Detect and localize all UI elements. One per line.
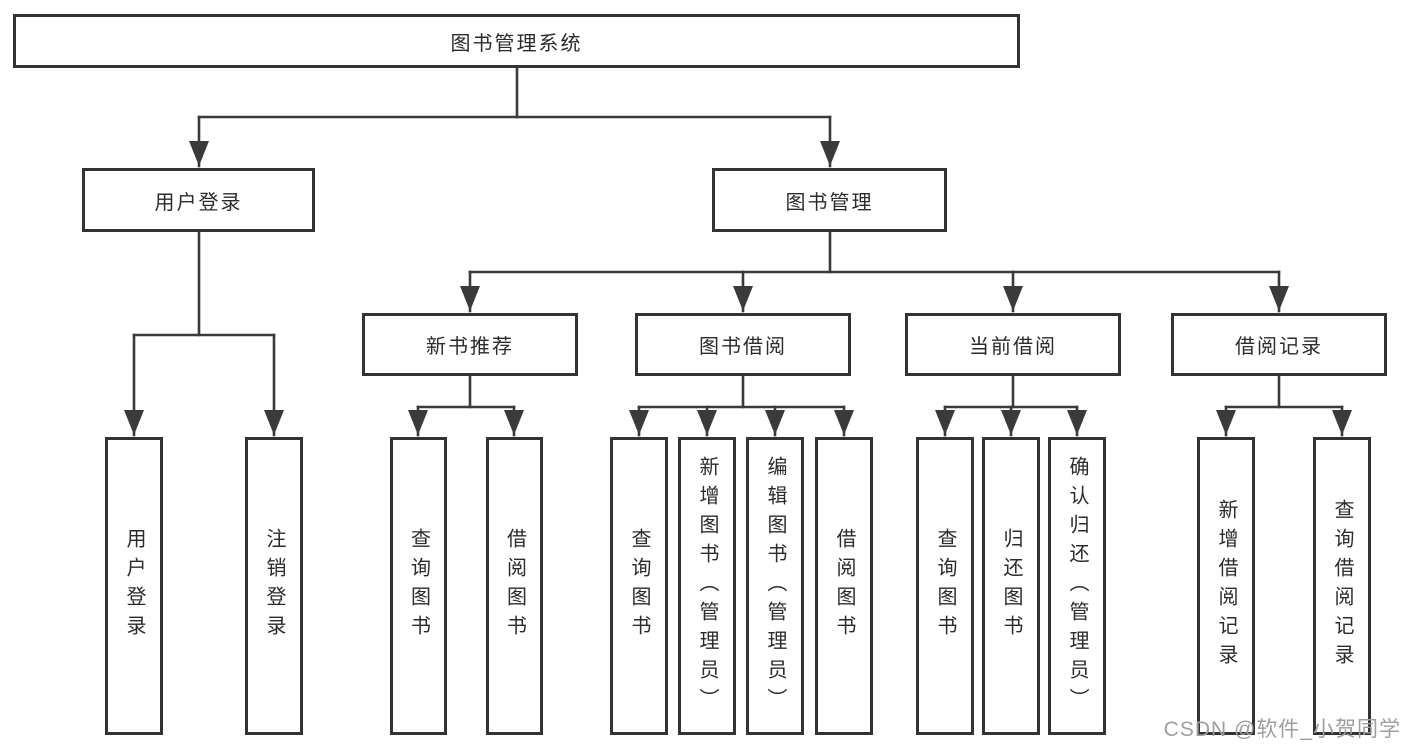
leaf-user-login: 用户登录 xyxy=(105,437,163,735)
leaf-query-books-borrowing: 查询图书 xyxy=(610,437,668,735)
leaf-edit-books-admin: 编辑图书（管理员） xyxy=(746,437,804,735)
node-current-borrowing: 当前借阅 xyxy=(905,313,1121,376)
node-borrowing-records: 借阅记录 xyxy=(1171,313,1387,376)
leaf-confirm-return-admin: 确认归还（管理员） xyxy=(1048,437,1106,735)
node-book-borrowing: 图书借阅 xyxy=(635,313,851,376)
node-book-management: 图书管理 xyxy=(712,168,947,232)
leaf-return-books: 归还图书 xyxy=(982,437,1040,735)
leaf-query-borrow-record: 查询借阅记录 xyxy=(1313,437,1371,735)
leaf-add-borrow-record: 新增借阅记录 xyxy=(1197,437,1255,735)
leaf-borrow-books: 借阅图书 xyxy=(815,437,873,735)
leaf-logout: 注销登录 xyxy=(245,437,303,735)
node-root-system: 图书管理系统 xyxy=(13,14,1020,68)
leaf-borrow-books-recommend: 借阅图书 xyxy=(486,437,543,735)
node-new-book-recommend: 新书推荐 xyxy=(362,313,578,376)
leaf-add-books-admin: 新增图书（管理员） xyxy=(678,437,736,735)
csdn-watermark: CSDN @软件_小贺同学 xyxy=(1163,718,1401,741)
leaf-query-books-current: 查询图书 xyxy=(916,437,974,735)
node-user-login: 用户登录 xyxy=(82,168,315,232)
leaf-query-books-recommend: 查询图书 xyxy=(390,437,447,735)
